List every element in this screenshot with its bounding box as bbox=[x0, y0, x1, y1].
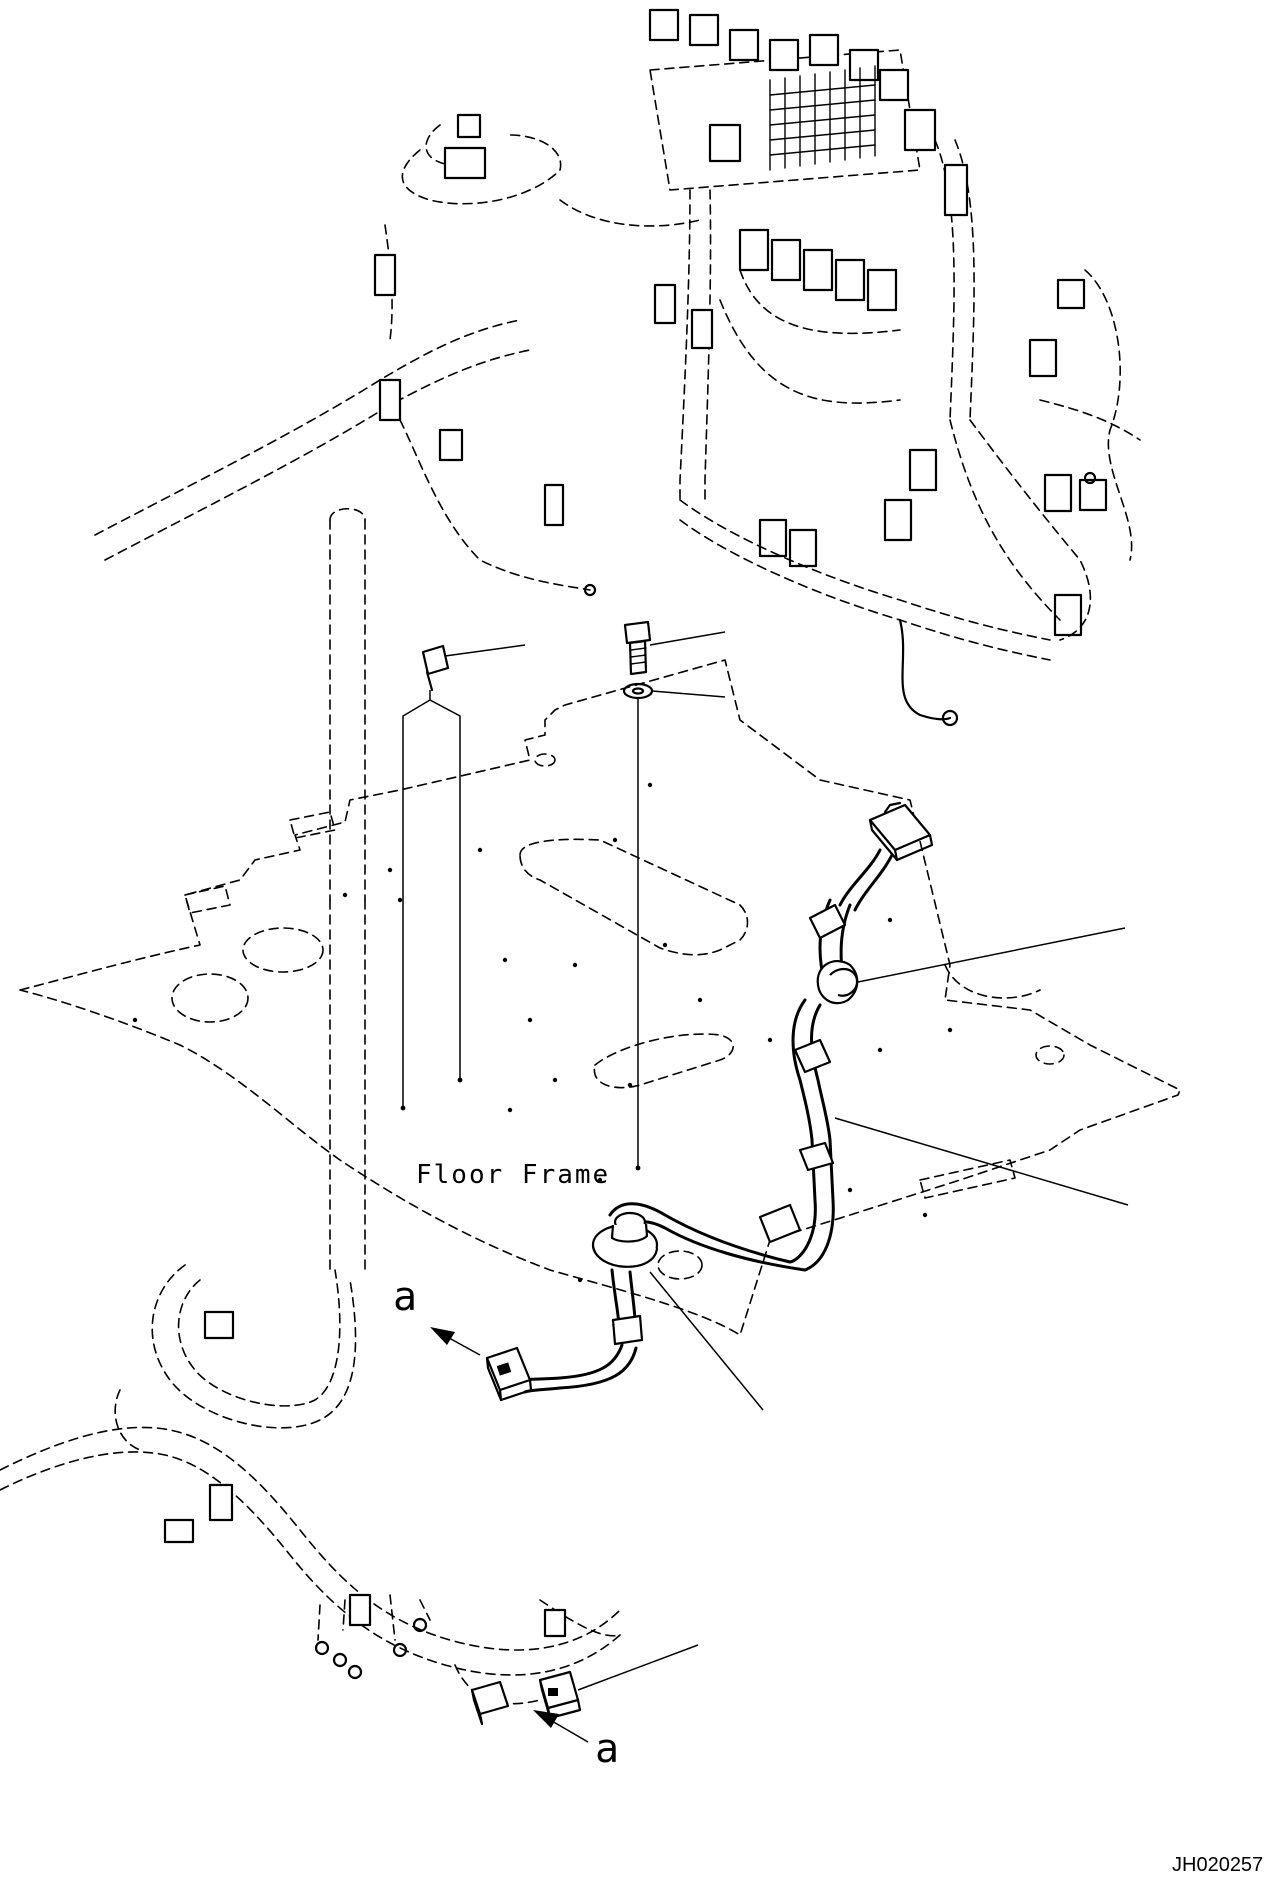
relay-box-upper bbox=[648, 8, 937, 191]
relay-row-middle bbox=[719, 228, 901, 404]
washer-leader bbox=[651, 690, 726, 698]
clip-part bbox=[421, 644, 450, 692]
view-arrow-top bbox=[430, 1327, 481, 1356]
upper-grommet bbox=[816, 959, 859, 1005]
upper-harness-assembly bbox=[94, 8, 1141, 901]
harness-bottom-connector bbox=[485, 1346, 533, 1402]
lower-connector-cluster bbox=[470, 1644, 699, 1726]
lower-grommet bbox=[591, 1211, 659, 1268]
upper-left-connector bbox=[443, 146, 487, 180]
new-wiring-harness bbox=[485, 801, 1129, 1411]
washer-part bbox=[622, 682, 654, 700]
harness-clip-lower bbox=[798, 1141, 835, 1172]
hardware-items bbox=[402, 620, 726, 1168]
bolt-leader bbox=[649, 631, 726, 646]
harness-clip-top bbox=[808, 903, 847, 940]
bolt-part bbox=[623, 620, 652, 676]
right-connector-cluster bbox=[949, 269, 1141, 641]
tube-leader bbox=[834, 1117, 1129, 1206]
clip-leader bbox=[444, 644, 526, 657]
grommet-lower-leader bbox=[649, 1271, 764, 1411]
lower-harness-assembly bbox=[0, 899, 621, 1705]
view-arrow-bottom bbox=[533, 1710, 589, 1743]
lower-connector-leader bbox=[577, 1644, 699, 1691]
floor-frame-label: Floor Frame bbox=[416, 1160, 610, 1190]
harness-clip-mid bbox=[793, 1038, 832, 1074]
harness-clip-bottom bbox=[611, 1314, 644, 1346]
harness-top-connector bbox=[868, 801, 934, 862]
harness-clip-side bbox=[758, 1203, 802, 1244]
grommet-upper-leader bbox=[857, 927, 1126, 983]
floor-frame-plate bbox=[19, 659, 1181, 1336]
view-label-top: a bbox=[393, 1274, 417, 1320]
view-label-bottom: a bbox=[595, 1726, 619, 1772]
drawing-code: JH020257 bbox=[1172, 1854, 1263, 1876]
